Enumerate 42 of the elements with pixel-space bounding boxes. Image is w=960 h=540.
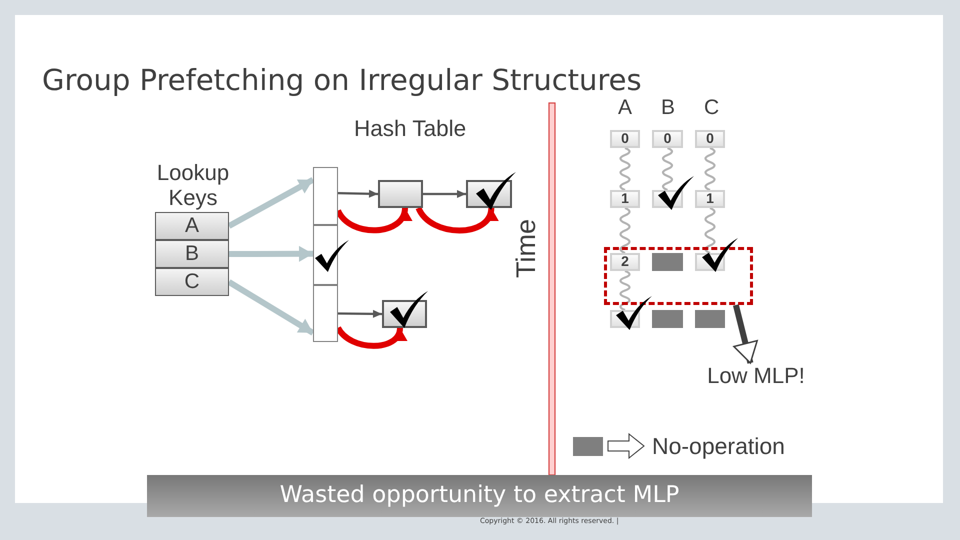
key-cell: A	[155, 212, 229, 240]
wavy-line	[620, 146, 630, 192]
column-header: C	[704, 96, 720, 120]
no-op-cell	[652, 310, 683, 328]
highlight-box	[604, 247, 753, 305]
arrow	[423, 190, 466, 198]
arrow	[227, 279, 315, 336]
curved-arrow	[336, 326, 406, 349]
curved-arrow	[416, 206, 496, 234]
step-cell: 0	[695, 130, 725, 148]
heading: Lookup Keys	[156, 160, 230, 211]
no-op-cell	[695, 310, 725, 328]
wavy-line	[620, 270, 630, 312]
wavy-line	[619, 207, 631, 254]
key-cell: C	[155, 268, 229, 296]
heading: Hash Table	[354, 116, 466, 142]
step-cell: 0	[652, 130, 683, 148]
banner: Wasted opportunity to extract MLP	[147, 475, 812, 517]
bucket-cell	[313, 285, 338, 342]
step-cell: 1	[695, 190, 725, 208]
wavy-line	[704, 207, 716, 254]
slide-title: Group Prefetching on Irregular Structures	[42, 63, 642, 97]
column-header: A	[618, 96, 632, 120]
step-cell: 0	[610, 130, 640, 148]
column-header: B	[661, 96, 676, 120]
legend-text: No-operation	[652, 433, 785, 460]
arrow	[338, 310, 382, 318]
arrow	[228, 177, 314, 229]
key-cell: B	[155, 240, 229, 268]
curved-arrow	[335, 208, 410, 234]
bucket-cell	[313, 167, 338, 225]
axis-label: Time	[513, 219, 540, 278]
step-cell: 2	[610, 253, 640, 271]
callout-text: Low MLP!	[700, 363, 812, 390]
step-cell: 1	[610, 190, 640, 208]
wavy-line	[662, 146, 673, 192]
arrow	[338, 190, 378, 198]
arrow	[228, 246, 314, 262]
block-arrow	[732, 304, 758, 364]
entry-box	[378, 180, 423, 208]
wavy-line	[704, 146, 716, 192]
no-op-cell	[652, 253, 683, 271]
